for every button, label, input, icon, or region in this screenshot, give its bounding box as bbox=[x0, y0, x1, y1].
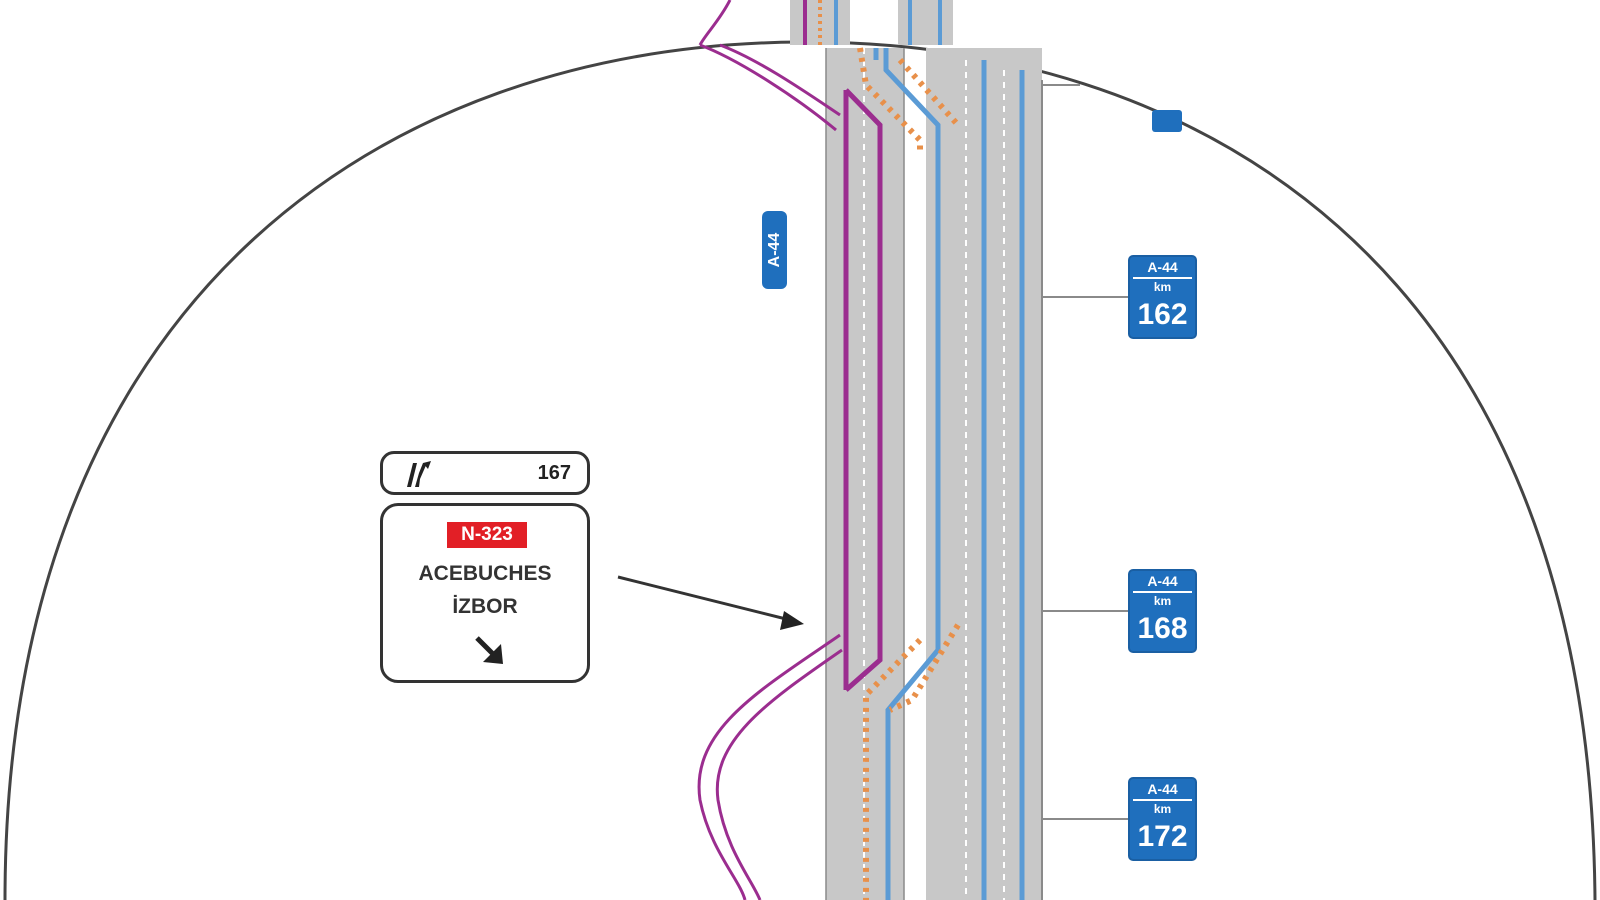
km-post-road: A-44 bbox=[1147, 259, 1178, 275]
orange-detour-markings bbox=[857, 47, 961, 900]
km-post-unit: km bbox=[1153, 802, 1172, 816]
km-post-172: A-44 km 172 bbox=[1128, 777, 1197, 861]
exit-number: 167 bbox=[537, 462, 571, 484]
km-post-168: A-44 km 168 bbox=[1128, 569, 1197, 653]
secondary-road bbox=[697, 43, 843, 900]
exit-sign-header: 167 bbox=[380, 451, 590, 495]
destination-1: ACEBUCHES bbox=[418, 562, 552, 585]
road-label-text: A-44 bbox=[765, 232, 783, 268]
km-post-162: A-44 km 162 bbox=[1128, 255, 1197, 339]
purple-route bbox=[843, 88, 883, 692]
pointer-arrow bbox=[617, 575, 804, 630]
km-post-value: 168 bbox=[1137, 612, 1188, 645]
arrow-down-right-icon bbox=[475, 636, 503, 664]
km-post-road: A-44 bbox=[1147, 781, 1178, 797]
right-carriageway bbox=[926, 48, 1043, 900]
km-post-road: A-44 bbox=[1147, 573, 1178, 589]
exit-ramp-icon bbox=[407, 461, 431, 487]
km-post-value: 162 bbox=[1137, 298, 1188, 331]
km-post-divider bbox=[1133, 591, 1192, 593]
km-post-divider bbox=[1133, 799, 1192, 801]
road-label: A-44 bbox=[762, 211, 787, 289]
km-post-unit: km bbox=[1153, 594, 1172, 608]
blue-detour-lines bbox=[873, 48, 941, 900]
partial-km-post bbox=[1152, 110, 1182, 132]
left-carriageway bbox=[825, 48, 905, 900]
exit-sign-body: N-323 ACEBUCHES İZBOR bbox=[380, 503, 590, 683]
km-post-unit: km bbox=[1153, 280, 1172, 294]
km-post-value: 172 bbox=[1137, 820, 1188, 853]
destination-2: İZBOR bbox=[452, 595, 518, 618]
upper-road-strip bbox=[698, 0, 953, 46]
exit-sign: 167 N-323 ACEBUCHES İZBOR bbox=[372, 445, 598, 689]
magnifier-circle bbox=[3, 40, 1597, 900]
km-post-connectors bbox=[1042, 84, 1128, 820]
route-badge: N-323 bbox=[447, 522, 527, 548]
km-post-divider bbox=[1133, 277, 1192, 279]
